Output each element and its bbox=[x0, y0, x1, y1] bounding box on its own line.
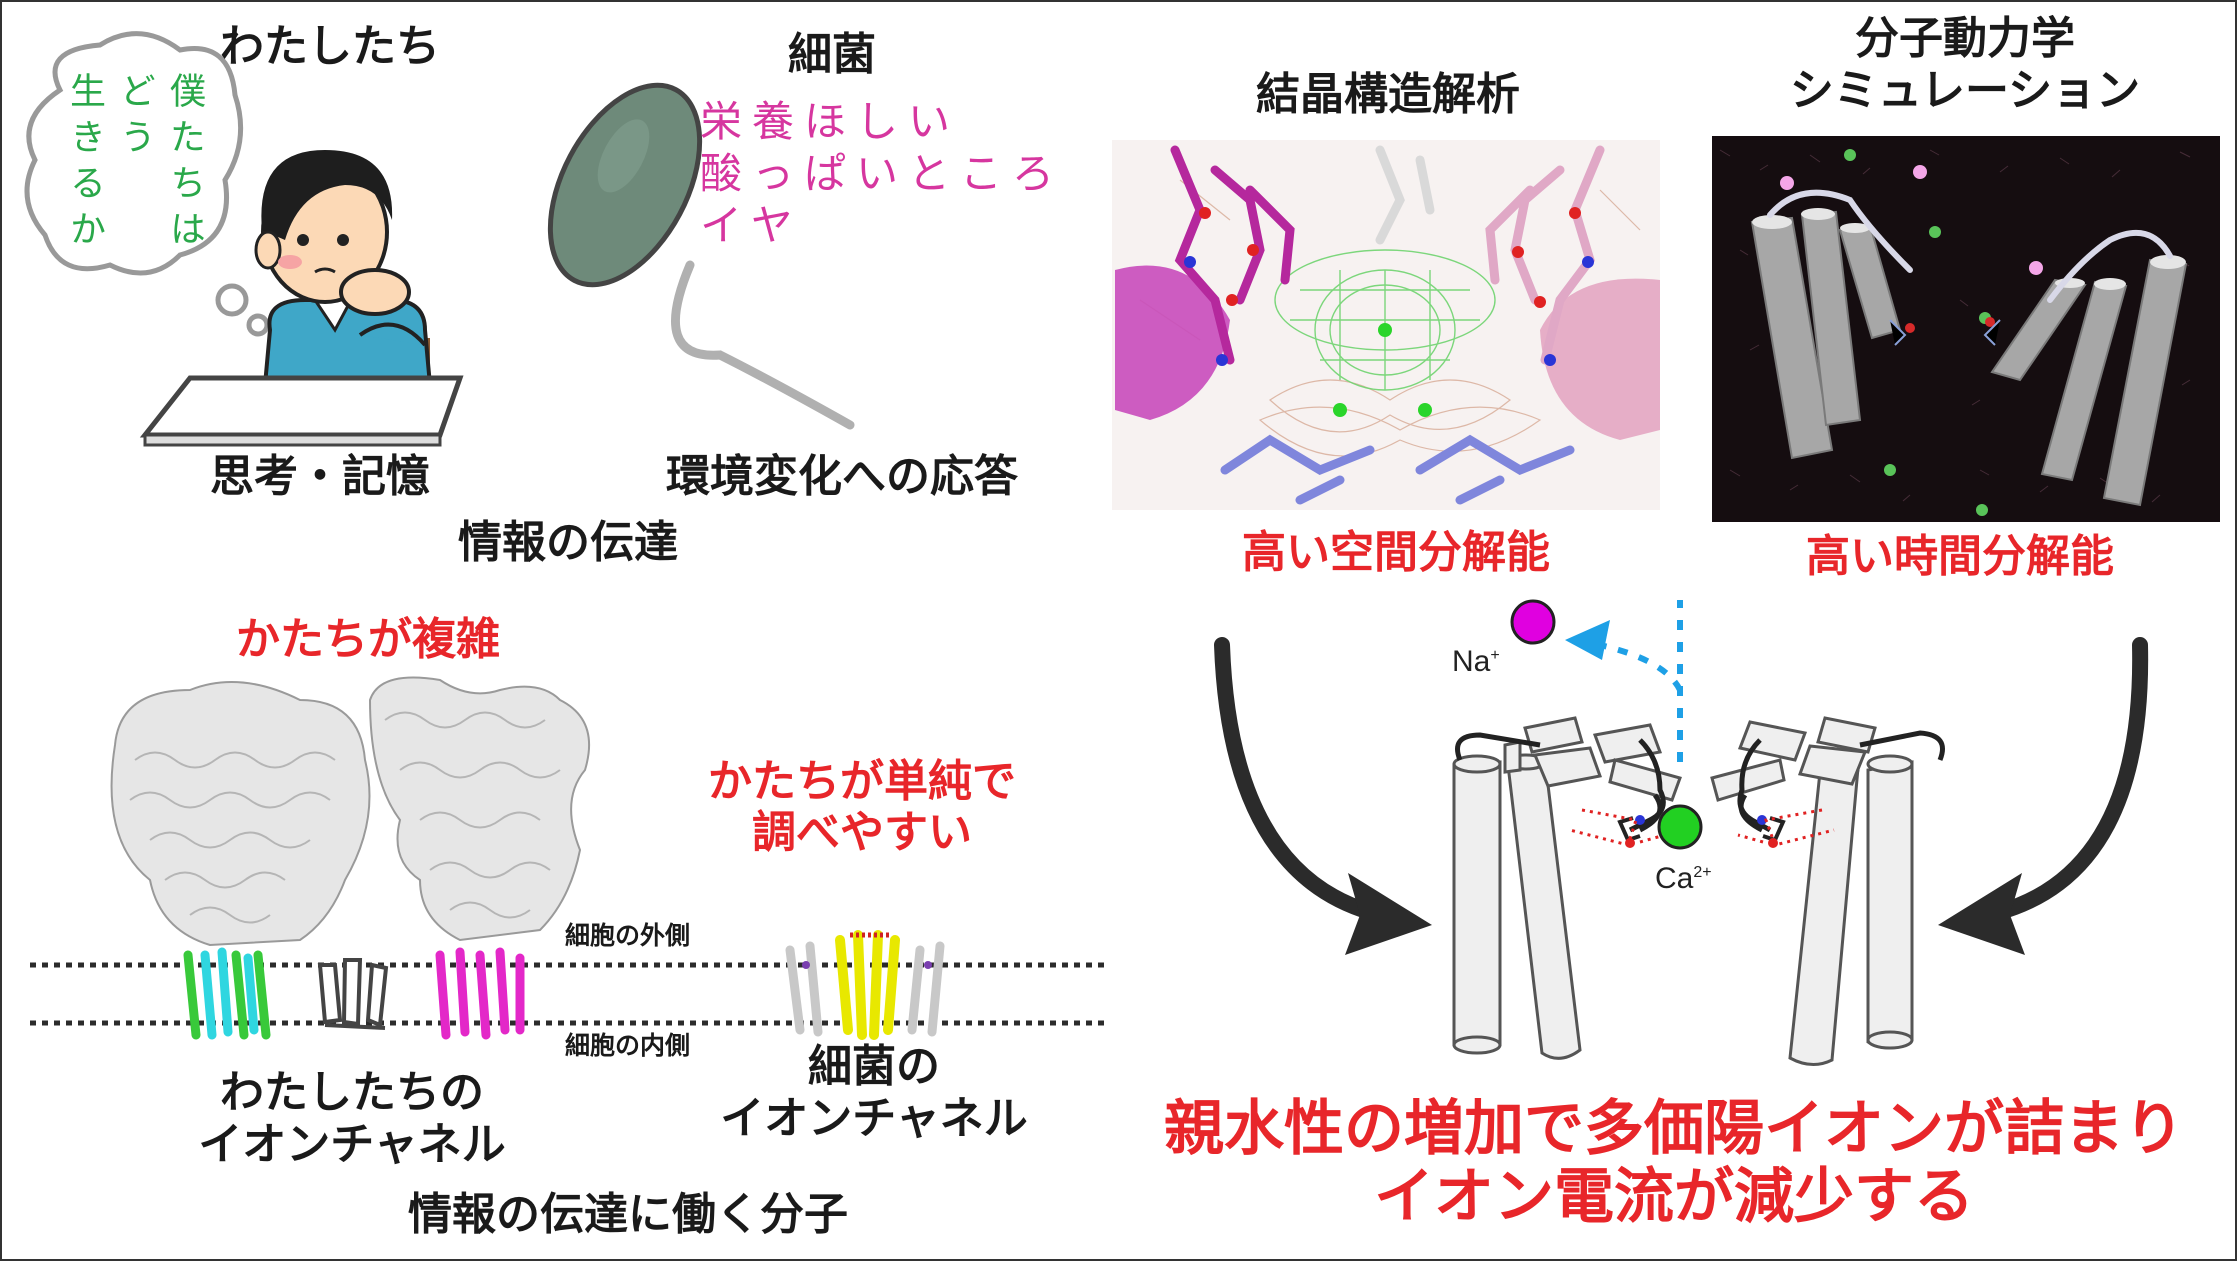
md-simulation-image bbox=[1712, 136, 2220, 522]
spatial-resolution-label: 高い空間分解能 bbox=[1242, 527, 1550, 578]
arrow-md-to-model bbox=[1938, 637, 2149, 955]
complex-shape-label: かたちが複雑 bbox=[236, 614, 500, 665]
thought-text-col1: 生きるか bbox=[64, 72, 105, 256]
inside-cell-label: 細胞の内側 bbox=[565, 1031, 691, 1060]
na-label: Na+ bbox=[1452, 645, 1500, 678]
crystal-structure-image bbox=[1112, 140, 1660, 510]
outside-cell-label: 細胞の外側 bbox=[565, 921, 691, 950]
thought-text-col2: どう bbox=[114, 72, 155, 164]
sodium-ion bbox=[1510, 599, 1556, 645]
channel-cylinder-model bbox=[1452, 716, 1945, 1066]
thought-bubble bbox=[24, 31, 270, 337]
bacteria-caption: 環境変化への応答 bbox=[666, 451, 1018, 502]
arrow-crystal-to-model bbox=[1214, 637, 1432, 955]
thought-text-col3: 僕たちは bbox=[164, 72, 205, 256]
md-title-line2: シミュレーション bbox=[1789, 65, 2141, 116]
ion-flow-arrow bbox=[1565, 600, 1683, 762]
human-channel-structure-1 bbox=[110, 681, 371, 1040]
bacterial-channel-structure bbox=[785, 930, 945, 1040]
info-transfer-label: 情報の伝達 bbox=[458, 517, 678, 568]
human-channel-structure-2 bbox=[368, 676, 591, 1040]
temporal-resolution-label: 高い時間分解能 bbox=[1806, 531, 2114, 582]
bacteria-speech-line3: イヤ bbox=[700, 201, 803, 250]
conclusion-line2: イオン電流が減少する bbox=[1374, 1162, 1974, 1232]
conclusion-line1: 親水性の増加で多価陽イオンが詰まり bbox=[1164, 1094, 2184, 1164]
calcium-ion bbox=[1657, 804, 1703, 850]
bacteria-title: 細菌 bbox=[788, 29, 876, 80]
isolated-channel-subunit bbox=[317, 958, 389, 1030]
us-caption: 思考・記憶 bbox=[210, 451, 430, 502]
our-channel-line2: イオンチャネル bbox=[198, 1119, 506, 1170]
bacteria-speech-line2: 酸っぱいところ bbox=[700, 149, 1065, 198]
our-channel-line1: わたしたちの bbox=[220, 1067, 484, 1118]
thinking-person-illustration bbox=[139, 150, 464, 447]
bacterial-channel-line2: イオンチャネル bbox=[720, 1093, 1028, 1144]
us-title: わたしたち bbox=[220, 21, 440, 72]
simple-shape-line1: かたちが単純で bbox=[708, 756, 1016, 807]
bacterium-illustration bbox=[547, 82, 855, 430]
molecule-caption: 情報の伝達に働く分子 bbox=[408, 1189, 848, 1240]
simple-shape-line2: 調べやすい bbox=[752, 807, 972, 858]
crystal-structure-title: 結晶構造解析 bbox=[1256, 69, 1520, 120]
bacterial-channel-line1: 細菌の bbox=[808, 1041, 940, 1092]
bacteria-speech-line1: 栄養ほしい bbox=[700, 97, 961, 146]
ca-label: Ca2+ bbox=[1655, 862, 1712, 895]
md-title-line1: 分子動力学 bbox=[1855, 13, 2075, 64]
